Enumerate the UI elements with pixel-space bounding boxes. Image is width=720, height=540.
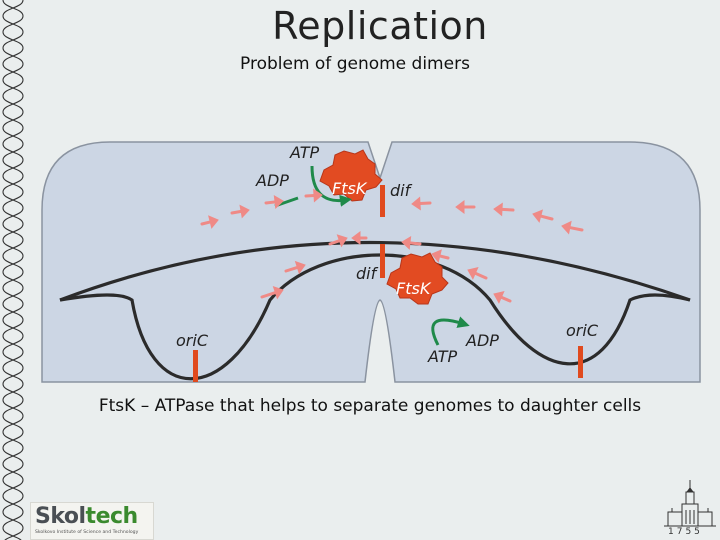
ftsk-top-shape [319,149,383,202]
helix-segment [2,143,24,161]
dna-upper-strand [59,240,691,302]
helix-segment [2,463,24,481]
translocation-arrowhead [401,235,412,250]
helix-segment [2,239,24,257]
translocation-arrow [539,214,554,221]
translocation-arrow [260,291,277,299]
dif-top-label: dif [390,181,413,200]
translocation-arrow [473,271,488,280]
helix-segment [2,159,24,177]
adp-label-top: ADP [255,171,289,190]
logo-word-part1: Skol [35,504,86,529]
translocation-arrow [500,207,515,212]
helix-segment [2,223,24,241]
helix-segment [2,511,24,529]
ftsk-top-label: FtsK [332,179,368,198]
translocation-arrowhead [336,234,348,248]
ftsk-bottom-label: FtsK [396,279,432,298]
translocation-arrow [568,226,584,232]
dif-bottom-marker [380,244,385,278]
translocation-arrow [418,201,432,206]
translocation-arrow [200,220,212,226]
translocation-arrow [328,239,341,246]
helix-segment [2,351,24,369]
helix-segment [2,175,24,193]
translocation-arrowhead [493,202,503,217]
helix-segment [2,367,24,385]
dif-bottom-label: dif [356,264,379,283]
atp-label-top: ATP [289,143,320,162]
translocation-arrowhead [272,286,284,300]
atp-label-bottom: ATP [427,347,458,366]
translocation-arrowhead [455,200,465,214]
atp-cycle-arrow-bottom [431,316,470,346]
helix-segment [2,63,24,81]
helix-segment [2,79,24,97]
helix-segment [4,527,24,540]
translocation-arrow [408,241,422,246]
translocation-arrow [304,193,316,198]
helix-segment [2,207,24,225]
helix-segment [2,15,24,33]
caption: FtsK – ATPase that helps to separate gen… [98,396,642,416]
helix-segment [2,111,24,129]
helix-segment [2,319,24,337]
helix-segment [2,335,24,353]
page-title: Replication [272,4,488,48]
oric-left-marker [193,350,198,382]
helix-segment [2,479,24,497]
oric-right-marker [578,346,583,378]
translocation-arrowhead [561,220,572,235]
translocation-arrowhead [532,209,544,223]
translocation-arrowhead [467,267,479,280]
helix-segment [2,495,24,513]
page-subtitle: Problem of genome dimers [240,54,470,74]
helix-segment [2,271,24,289]
dna-helix-border [2,0,24,540]
translocation-arrowhead [273,195,284,209]
helix-segment [2,191,24,209]
helix-segment [2,95,24,113]
translocation-arrowhead [313,188,323,203]
helix-segment [2,127,24,145]
translocation-arrowhead [208,215,219,229]
helix-segment [2,303,24,321]
adp-label-bottom: ADP [465,331,499,350]
helix-segment [2,31,24,49]
skoltech-logo: Skoltech Skolkovo Institute of Science a… [30,502,154,540]
translocation-arrowhead [411,196,421,211]
translocation-arrowhead [239,204,250,219]
crest-year: 1755 [668,527,703,537]
helix-segment [2,399,24,417]
oric-right-label: oriC [566,321,599,340]
translocation-arrow [499,295,512,303]
translocation-arrowhead [351,231,361,245]
ftsk-bottom-shape [386,252,449,305]
logo-tagline: Skolkovo Institute of Science and Techno… [35,530,139,535]
helix-segment [2,47,24,65]
translocation-arrow [264,200,277,205]
helix-segment [2,255,24,273]
university-crest-icon [664,480,716,527]
translocation-arrowhead [294,260,306,275]
translocation-arrowhead [431,249,442,263]
helix-segment [2,415,24,433]
translocation-arrow [284,265,299,273]
logo-word-part2: tech [85,504,139,529]
helix-segment [2,431,24,449]
translocation-arrow [438,254,450,260]
cell-outline [41,141,701,383]
helix-segment [2,383,24,401]
helix-segment [2,287,24,305]
helix-segment [2,447,24,465]
dif-top-marker [380,185,385,217]
translocation-arrowhead [493,290,505,304]
oric-left-label: oriC [176,331,209,350]
helix-segment [2,0,24,17]
translocation-arrow [230,209,243,215]
dna-lower-strand [59,253,691,381]
